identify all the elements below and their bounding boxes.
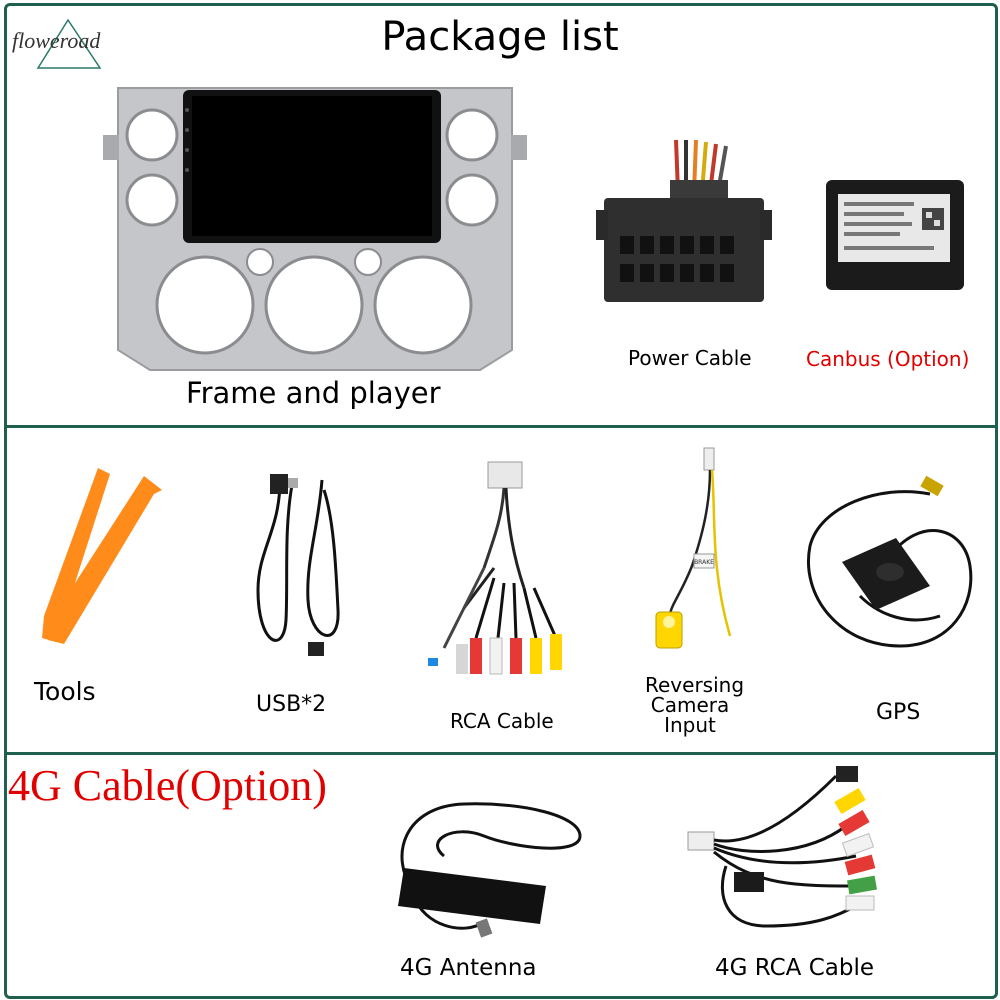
- logo-text: floweroad: [12, 28, 101, 53]
- tools-label: Tools: [34, 677, 96, 706]
- usb-cables-image: [256, 474, 340, 656]
- rca-cable-label: RCA Cable: [450, 709, 554, 733]
- rca-cable-image: [428, 461, 562, 675]
- 4g-antenna-label: 4G Antenna: [400, 955, 537, 981]
- reversing-label-line1: Reversing: [645, 673, 745, 697]
- canbus-image: [826, 180, 964, 290]
- section-divider-2: [4, 752, 998, 755]
- frame-and-player-image: [103, 87, 527, 371]
- reversing-label-line3: Input: [664, 713, 716, 737]
- section-divider-1: [4, 425, 998, 428]
- power-cable-label: Power Cable: [628, 346, 752, 370]
- reversing-label-line2: Camera: [650, 693, 730, 717]
- 4g-option-title: 4G Cable(Option): [8, 761, 327, 810]
- frame-and-player-label: Frame and player: [186, 376, 441, 410]
- outer-border: [4, 3, 998, 999]
- page-title: Package list: [381, 14, 619, 60]
- logo-triangle-icon: [36, 18, 102, 69]
- power-cable-image: [596, 139, 772, 302]
- brand-logo: floweroad: [8, 18, 116, 74]
- 4g-rca-cable-image: [687, 766, 878, 928]
- reversing-camera-image: BRAKE: [655, 447, 732, 649]
- usb-label: USB*2: [256, 692, 327, 717]
- gps-label: GPS: [876, 700, 921, 725]
- canbus-label: Canbus (Option): [806, 347, 970, 371]
- gps-image: [807, 475, 973, 648]
- 4g-rca-cable-label: 4G RCA Cable: [715, 955, 875, 981]
- 4g-antenna-image: [398, 802, 582, 938]
- tools-image: [42, 468, 162, 644]
- brake-tag: BRAKE: [694, 559, 714, 566]
